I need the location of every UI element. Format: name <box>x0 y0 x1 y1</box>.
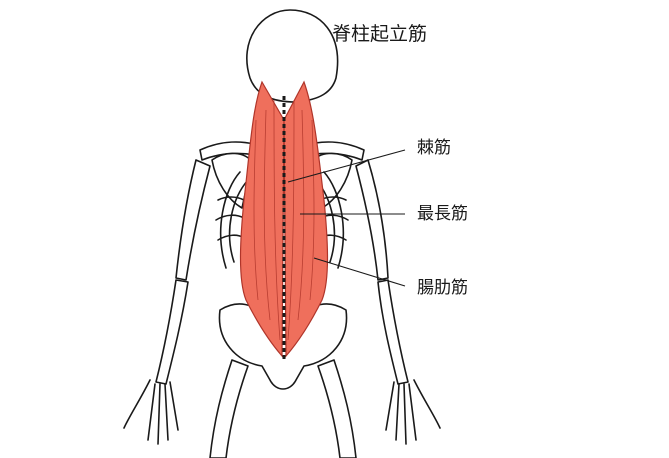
erector-spinae-left <box>239 80 285 358</box>
skull <box>246 9 339 103</box>
right-humerus <box>355 159 389 281</box>
label-spinalis: 棘筋 <box>417 138 451 158</box>
left-forearm <box>155 279 189 385</box>
label-longissimus: 最長筋 <box>417 204 468 224</box>
spinalis-leader <box>287 149 406 183</box>
iliocostalis-leader <box>313 257 406 287</box>
diagram-title: 脊柱起立筋 <box>332 23 428 45</box>
left-femur <box>209 359 249 458</box>
left-hand <box>123 379 179 445</box>
label-iliocostalis: 腸肋筋 <box>417 278 468 298</box>
erector-spinae-right <box>283 80 329 358</box>
right-femur <box>317 359 357 458</box>
right-forearm <box>377 279 409 385</box>
right-hand <box>385 379 441 445</box>
muscle-fibers <box>253 99 315 341</box>
left-humerus <box>175 159 211 281</box>
